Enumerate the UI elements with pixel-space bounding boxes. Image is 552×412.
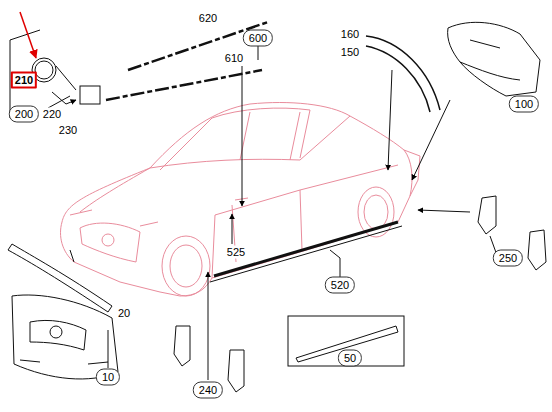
callout-number: 20 xyxy=(117,307,131,320)
highlight-arrow xyxy=(20,12,36,58)
callout-bubble: 10 xyxy=(96,369,120,386)
front-bumper xyxy=(12,295,118,379)
callout-bubble: 240 xyxy=(193,382,223,399)
leader-line xyxy=(70,46,498,380)
callout-number: 210 xyxy=(15,74,33,86)
callout-number: 610 xyxy=(224,52,244,65)
callout-number: 240 xyxy=(199,384,217,396)
callout-number: 525 xyxy=(226,246,246,259)
callout-number: 600 xyxy=(249,32,267,44)
callout-bubble: 520 xyxy=(325,277,355,294)
callout-number: 100 xyxy=(515,98,533,110)
callout-number: 200 xyxy=(15,108,33,120)
rear-bumper xyxy=(448,22,540,96)
callout-bubble: 600 xyxy=(243,30,273,47)
side-skirt xyxy=(210,222,402,282)
car-outline xyxy=(61,103,421,297)
callout-number: 620 xyxy=(198,12,218,25)
callout-number: 160 xyxy=(340,28,360,41)
callout-number: 250 xyxy=(499,252,517,264)
callout-number: 220 xyxy=(42,108,62,121)
callout-number: 230 xyxy=(58,124,78,137)
callout-number: 10 xyxy=(102,371,114,383)
mudflap xyxy=(478,196,546,270)
front-spoiler xyxy=(8,244,112,312)
callout-bubble: 250 xyxy=(493,250,523,267)
trim-strip-box xyxy=(288,316,404,366)
callout-number: 50 xyxy=(344,352,356,364)
highlighted-callout: 210 xyxy=(11,72,37,89)
wheel-arch-trim xyxy=(366,36,440,112)
callout-number: 520 xyxy=(331,279,349,291)
callout-bubble: 200 xyxy=(9,106,39,123)
callout-bubble: 50 xyxy=(338,350,362,367)
callout-bubble: 100 xyxy=(509,96,539,113)
callout-number: 150 xyxy=(340,46,360,59)
